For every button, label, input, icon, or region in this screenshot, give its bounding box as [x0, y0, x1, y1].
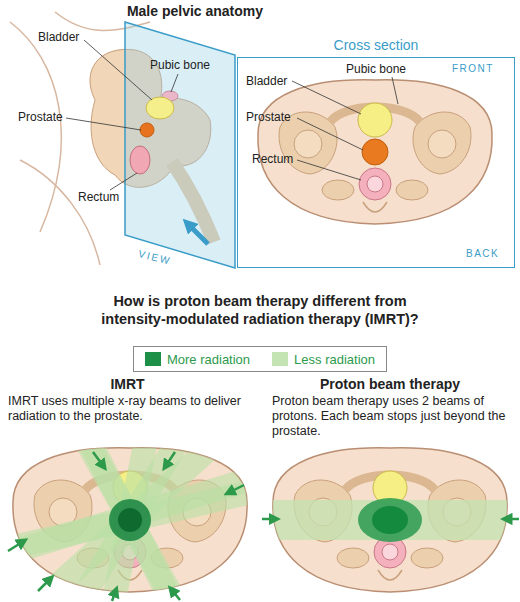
xray-beams: [0, 430, 260, 602]
organ-label: Pubic bone: [150, 58, 210, 72]
beam-arrow: [165, 452, 175, 467]
orientation-label: BACK: [466, 248, 499, 260]
high-dose-core: [372, 506, 408, 534]
panel-heading: Proton beam therapy: [265, 376, 515, 393]
beam-arrow: [228, 485, 244, 493]
xray-beam: [80, 430, 180, 602]
organ-label: Bladder: [246, 74, 287, 88]
beam-arrow: [262, 518, 276, 521]
beam-arrow: [171, 589, 180, 600]
leader-line: [66, 118, 141, 130]
high-dose-core: [118, 508, 142, 532]
organ-label: Prostate: [18, 110, 63, 124]
question-heading: How is proton beam therapy different fro…: [95, 292, 425, 328]
bladder: [146, 97, 174, 119]
panel-heading: IMRT: [0, 376, 255, 393]
beam-arrow: [38, 578, 51, 591]
organ-label: Rectum: [252, 152, 293, 166]
panel-text: Proton beam therapy uses 2 beams of prot…: [272, 394, 512, 439]
panel-text: IMRT uses multiple x-ray beams to delive…: [8, 394, 253, 424]
leader-line: [110, 173, 137, 190]
section-heading: Cross section: [238, 37, 514, 53]
leader-line: [84, 40, 152, 100]
orientation-label: FRONT: [452, 63, 494, 75]
organ-label: Pubic bone: [346, 62, 406, 76]
legend-item: More radiation: [145, 352, 250, 367]
view-plane: [125, 22, 235, 268]
skin-line: [20, 160, 100, 265]
proton-beams: [265, 500, 515, 540]
view-arrow: [188, 224, 208, 244]
legend-item: Less radiation: [272, 352, 375, 367]
high-dose-area: [109, 499, 151, 541]
organ-label: Bladder: [38, 30, 79, 44]
view-label: VIEW: [137, 248, 172, 268]
beam-arrows: [8, 452, 244, 601]
rectum: [130, 146, 150, 174]
leader-line: [292, 81, 361, 114]
legend-swatch: [145, 352, 161, 366]
beam-arrow: [505, 518, 519, 521]
leader-line: [171, 74, 178, 92]
high-dose-area: [358, 498, 422, 542]
xray-beam: [30, 430, 230, 602]
beam-arrow: [8, 541, 24, 551]
skin-line: [10, 22, 61, 232]
legend-text: Less radiation: [294, 352, 375, 367]
organ-label: Rectum: [78, 190, 119, 204]
organ-label: Prostate: [246, 110, 291, 124]
leader-line: [392, 77, 398, 104]
legend-swatch: [272, 352, 288, 366]
beam-arrow: [112, 590, 116, 601]
xray-beam: [0, 490, 260, 550]
prostate: [140, 123, 154, 137]
proton-beam: [265, 500, 515, 540]
beam-arrows: [262, 518, 519, 521]
legend-text: More radiation: [167, 352, 250, 367]
leader-line: [297, 160, 361, 180]
figure-title: Male pelvic anatomy: [80, 3, 310, 20]
legend-box: More radiation Less radiation: [133, 346, 387, 372]
beam-arrow: [93, 452, 104, 467]
cross-section-pelvis: [258, 80, 492, 224]
leader-line: [297, 118, 363, 150]
